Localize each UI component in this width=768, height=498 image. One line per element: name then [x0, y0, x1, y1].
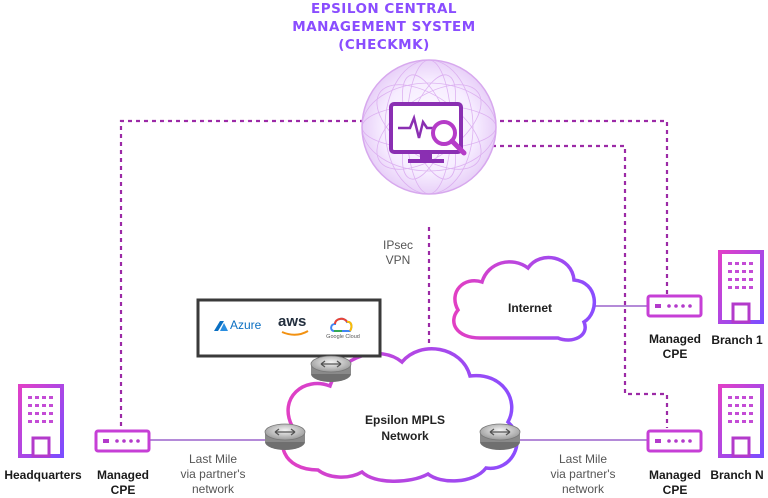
last-mile-label-right: Last Mile via partner's network: [538, 452, 628, 497]
cpe-device-branch1: [646, 294, 703, 318]
building-branchN-icon: [718, 384, 764, 458]
last-mile-left-line-3: network: [191, 482, 235, 496]
branchN-label: Branch N: [710, 468, 764, 482]
cpe-label-branch1: Managed CPE: [642, 332, 708, 362]
building-headquarters-icon: [18, 384, 64, 458]
mpls-line-2: Network: [381, 429, 429, 443]
cpe-bn-line-1: Managed: [648, 468, 701, 482]
ipsec-line-1: IPsec: [382, 238, 413, 252]
cpe-b1-line-1: Managed: [648, 332, 701, 346]
ipsec-line-2: VPN: [385, 253, 411, 267]
router-top: [310, 355, 352, 382]
title-line-1: EPSILON CENTRAL: [310, 1, 458, 17]
mpls-cloud-shape: [281, 347, 519, 483]
google-cloud-logo: [330, 317, 353, 332]
azure-logo: [214, 321, 228, 331]
dashed-line-branch1: [492, 119, 669, 296]
building-branch1-icon: [718, 250, 764, 324]
cpe-hq-line-2: CPE: [110, 483, 136, 497]
cpe-devices: [94, 294, 703, 453]
aws-smile: [281, 330, 309, 336]
cpe-b1-line-2: CPE: [662, 347, 688, 361]
cpe-hq-line-1: Managed: [96, 468, 149, 482]
title-line-3: (CHECKMK): [338, 37, 430, 53]
routers: [264, 355, 521, 450]
cpe-label-branchN: Managed CPE: [642, 468, 708, 498]
cpe-bn-line-2: CPE: [662, 483, 688, 497]
router-left: [264, 423, 306, 450]
router-right: [479, 423, 521, 450]
branch1-label: Branch 1: [711, 333, 763, 347]
ipsec-label: IPsec VPN: [378, 238, 418, 268]
last-mile-left-line-2: via partner's: [180, 467, 246, 481]
cloud-providers-panel: [196, 298, 382, 358]
title-line-2: MANAGEMENT SYSTEM: [292, 19, 476, 35]
management-dashed-lines: [119, 119, 669, 429]
aws-label: aws: [278, 313, 307, 330]
buildings: [18, 250, 764, 458]
azure-label: Azure: [230, 318, 262, 332]
cpe-device-headquarters: [94, 429, 151, 453]
last-mile-right-line-1: Last Mile: [558, 452, 608, 466]
monitor-search-icon: [389, 102, 467, 163]
last-mile-right-line-2: via partner's: [550, 467, 616, 481]
internet-cloud-shape: [452, 255, 597, 342]
google-cloud-label: Google Cloud: [326, 334, 360, 340]
dashed-line-branchN: [492, 144, 669, 428]
mpls-label: Epsilon MPLS Network: [350, 412, 460, 444]
last-mile-right-line-3: network: [561, 482, 605, 496]
last-mile-label-left: Last Mile via partner's network: [168, 452, 258, 497]
internet-label: Internet: [507, 301, 552, 315]
last-mile-left-line-1: Last Mile: [188, 452, 238, 466]
headquarters-label: Headquarters: [4, 468, 82, 482]
mpls-line-1: Epsilon MPLS: [364, 413, 445, 427]
cpe-label-headquarters: Managed CPE: [90, 468, 156, 498]
cpe-device-branchN: [646, 429, 703, 453]
dashed-line-headquarters: [119, 119, 372, 429]
